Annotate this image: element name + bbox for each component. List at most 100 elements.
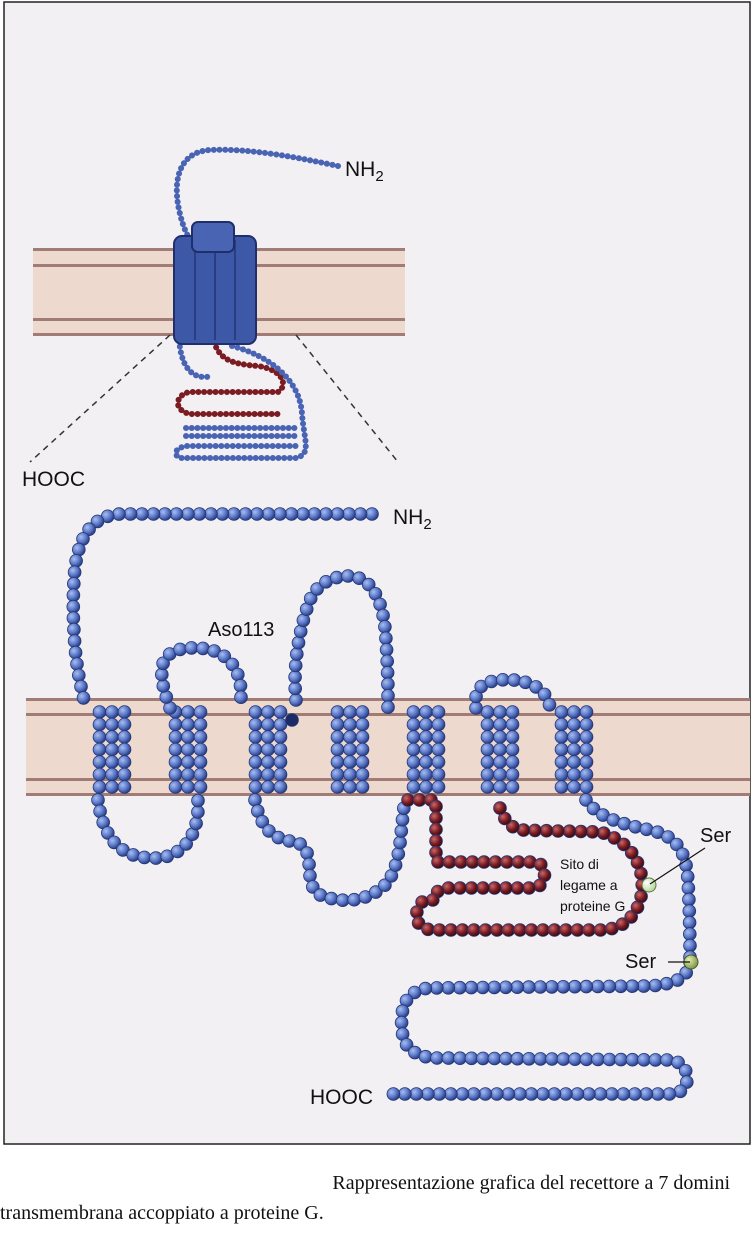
c-terminal-tail bbox=[501, 1087, 516, 1101]
aso113-label: Aso113 bbox=[208, 619, 274, 641]
gprotein-binding-loop bbox=[429, 799, 443, 814]
helix-4-bead bbox=[355, 755, 370, 769]
icl1-loop bbox=[101, 826, 115, 840]
c-terminal-tail bbox=[536, 1087, 550, 1101]
helix-6-bead bbox=[505, 742, 520, 757]
helix-5-bead bbox=[406, 780, 421, 794]
helix-6-bead bbox=[505, 755, 520, 769]
ser-label-upper: Ser bbox=[700, 825, 731, 847]
gprotein-binding-loop bbox=[488, 855, 503, 869]
c-terminal-tail bbox=[464, 980, 479, 995]
helix-2-bead bbox=[181, 730, 195, 744]
helix-7-bead bbox=[554, 767, 569, 782]
ecl2-loop bbox=[288, 681, 303, 696]
gprotein-binding-loop bbox=[539, 823, 554, 838]
figure-caption: Rappresentazione grafica del recettore a… bbox=[0, 1168, 730, 1228]
ecl2-loop bbox=[341, 569, 355, 583]
helix-4-bead bbox=[343, 730, 357, 744]
ecl1-loop bbox=[156, 679, 171, 693]
gprotein-binding-loop bbox=[570, 923, 585, 937]
ecl1-loop bbox=[217, 649, 232, 664]
helix-4-bead bbox=[355, 730, 370, 744]
helix-1-bead bbox=[117, 767, 132, 782]
ecl1-loop bbox=[233, 678, 248, 693]
c-terminal-tail bbox=[556, 1052, 571, 1066]
helix-3-bead bbox=[273, 767, 288, 782]
gprotein-binding-loop bbox=[624, 910, 638, 924]
icl1-loop bbox=[137, 850, 152, 865]
n-terminal-tail bbox=[66, 588, 81, 602]
gprotein-binding-loop bbox=[499, 881, 513, 895]
ecl1-loop bbox=[184, 641, 199, 655]
c-terminal-tail bbox=[614, 1052, 628, 1067]
ecl2-loop bbox=[379, 642, 394, 657]
helix-4-bead bbox=[330, 780, 345, 794]
n-terminal-tail bbox=[66, 599, 81, 614]
n-terminal-tail bbox=[215, 507, 230, 521]
ecl2-loop bbox=[380, 665, 395, 680]
icl2-loop bbox=[262, 824, 276, 838]
helix-1-bead bbox=[92, 780, 107, 794]
gprotein-binding-loop bbox=[453, 881, 467, 895]
helix-7-bead bbox=[554, 717, 569, 732]
ecl3-loop bbox=[542, 697, 557, 712]
helix-5-bead bbox=[431, 767, 446, 782]
c-terminal-tail bbox=[570, 1087, 585, 1101]
gprotein-binding-loop bbox=[562, 824, 577, 838]
c-terminal-tail bbox=[476, 1051, 490, 1066]
n-terminal-tail bbox=[158, 507, 172, 521]
icl1-loop bbox=[179, 837, 194, 851]
helix-5-bead bbox=[406, 730, 421, 744]
helix-7-bead bbox=[579, 742, 594, 757]
c-terminal-tail bbox=[602, 979, 617, 994]
helix-4-bead bbox=[343, 742, 357, 757]
helix-6-bead bbox=[480, 780, 495, 794]
c-terminal-tail bbox=[407, 985, 422, 1000]
gprotein-site-label-3: proteine G bbox=[560, 898, 625, 914]
c-terminal-tail bbox=[568, 1052, 582, 1066]
helix-1-bead bbox=[105, 730, 119, 744]
icl1-loop bbox=[191, 805, 205, 819]
c-terminal-tail bbox=[487, 1051, 502, 1066]
helix-2-bead bbox=[181, 767, 195, 782]
n-terminal-tail bbox=[70, 657, 84, 671]
ecl3-loop bbox=[507, 673, 522, 687]
ecl2-loop bbox=[376, 608, 390, 623]
gprotein-site-label-1: Sito di bbox=[560, 856, 599, 872]
helix-4-bead bbox=[355, 705, 370, 719]
c-terminal-tail bbox=[660, 1053, 674, 1067]
helix-6-bead bbox=[493, 705, 507, 719]
c-terminal-tail bbox=[559, 1087, 573, 1101]
helix-4-bead bbox=[355, 717, 370, 732]
helix-1-bead bbox=[92, 705, 107, 719]
c-terminal-tail bbox=[659, 976, 674, 991]
helix-4-bead bbox=[330, 742, 345, 757]
gprotein-site-label-2: legame a bbox=[560, 877, 618, 893]
c-terminal-tail bbox=[579, 979, 594, 994]
gprotein-binding-loop bbox=[593, 923, 608, 937]
helix-6-bead bbox=[493, 755, 507, 769]
helix-1-bead bbox=[105, 742, 119, 757]
c-terminal-tail bbox=[441, 1051, 456, 1065]
helix-7-bead bbox=[554, 780, 569, 794]
c-terminal-tail bbox=[498, 980, 513, 995]
gprotein-binding-loop bbox=[432, 923, 447, 937]
helix-2-bead bbox=[193, 780, 208, 794]
c-terminal-tail bbox=[464, 1051, 479, 1066]
helix-5-bead bbox=[419, 780, 433, 794]
c-terminal-tail bbox=[394, 1015, 409, 1030]
helix-3-bead bbox=[273, 717, 288, 732]
gprotein-binding-loop bbox=[522, 881, 536, 895]
gprotein-binding-loop bbox=[616, 837, 631, 852]
gprotein-binding-loop bbox=[465, 855, 480, 869]
gprotein-binding-loop bbox=[511, 855, 526, 869]
helix-3-bead bbox=[261, 717, 275, 732]
helix-3-bead bbox=[261, 780, 275, 794]
helix-6-bead bbox=[505, 717, 520, 732]
c-terminal-tail bbox=[625, 979, 640, 993]
c-terminal-tail bbox=[547, 1087, 562, 1101]
gprotein-binding-loop bbox=[401, 793, 415, 807]
gprotein-binding-loop bbox=[547, 923, 562, 937]
gprotein-binding-loop bbox=[596, 826, 611, 840]
helix-2-bead bbox=[181, 755, 195, 769]
